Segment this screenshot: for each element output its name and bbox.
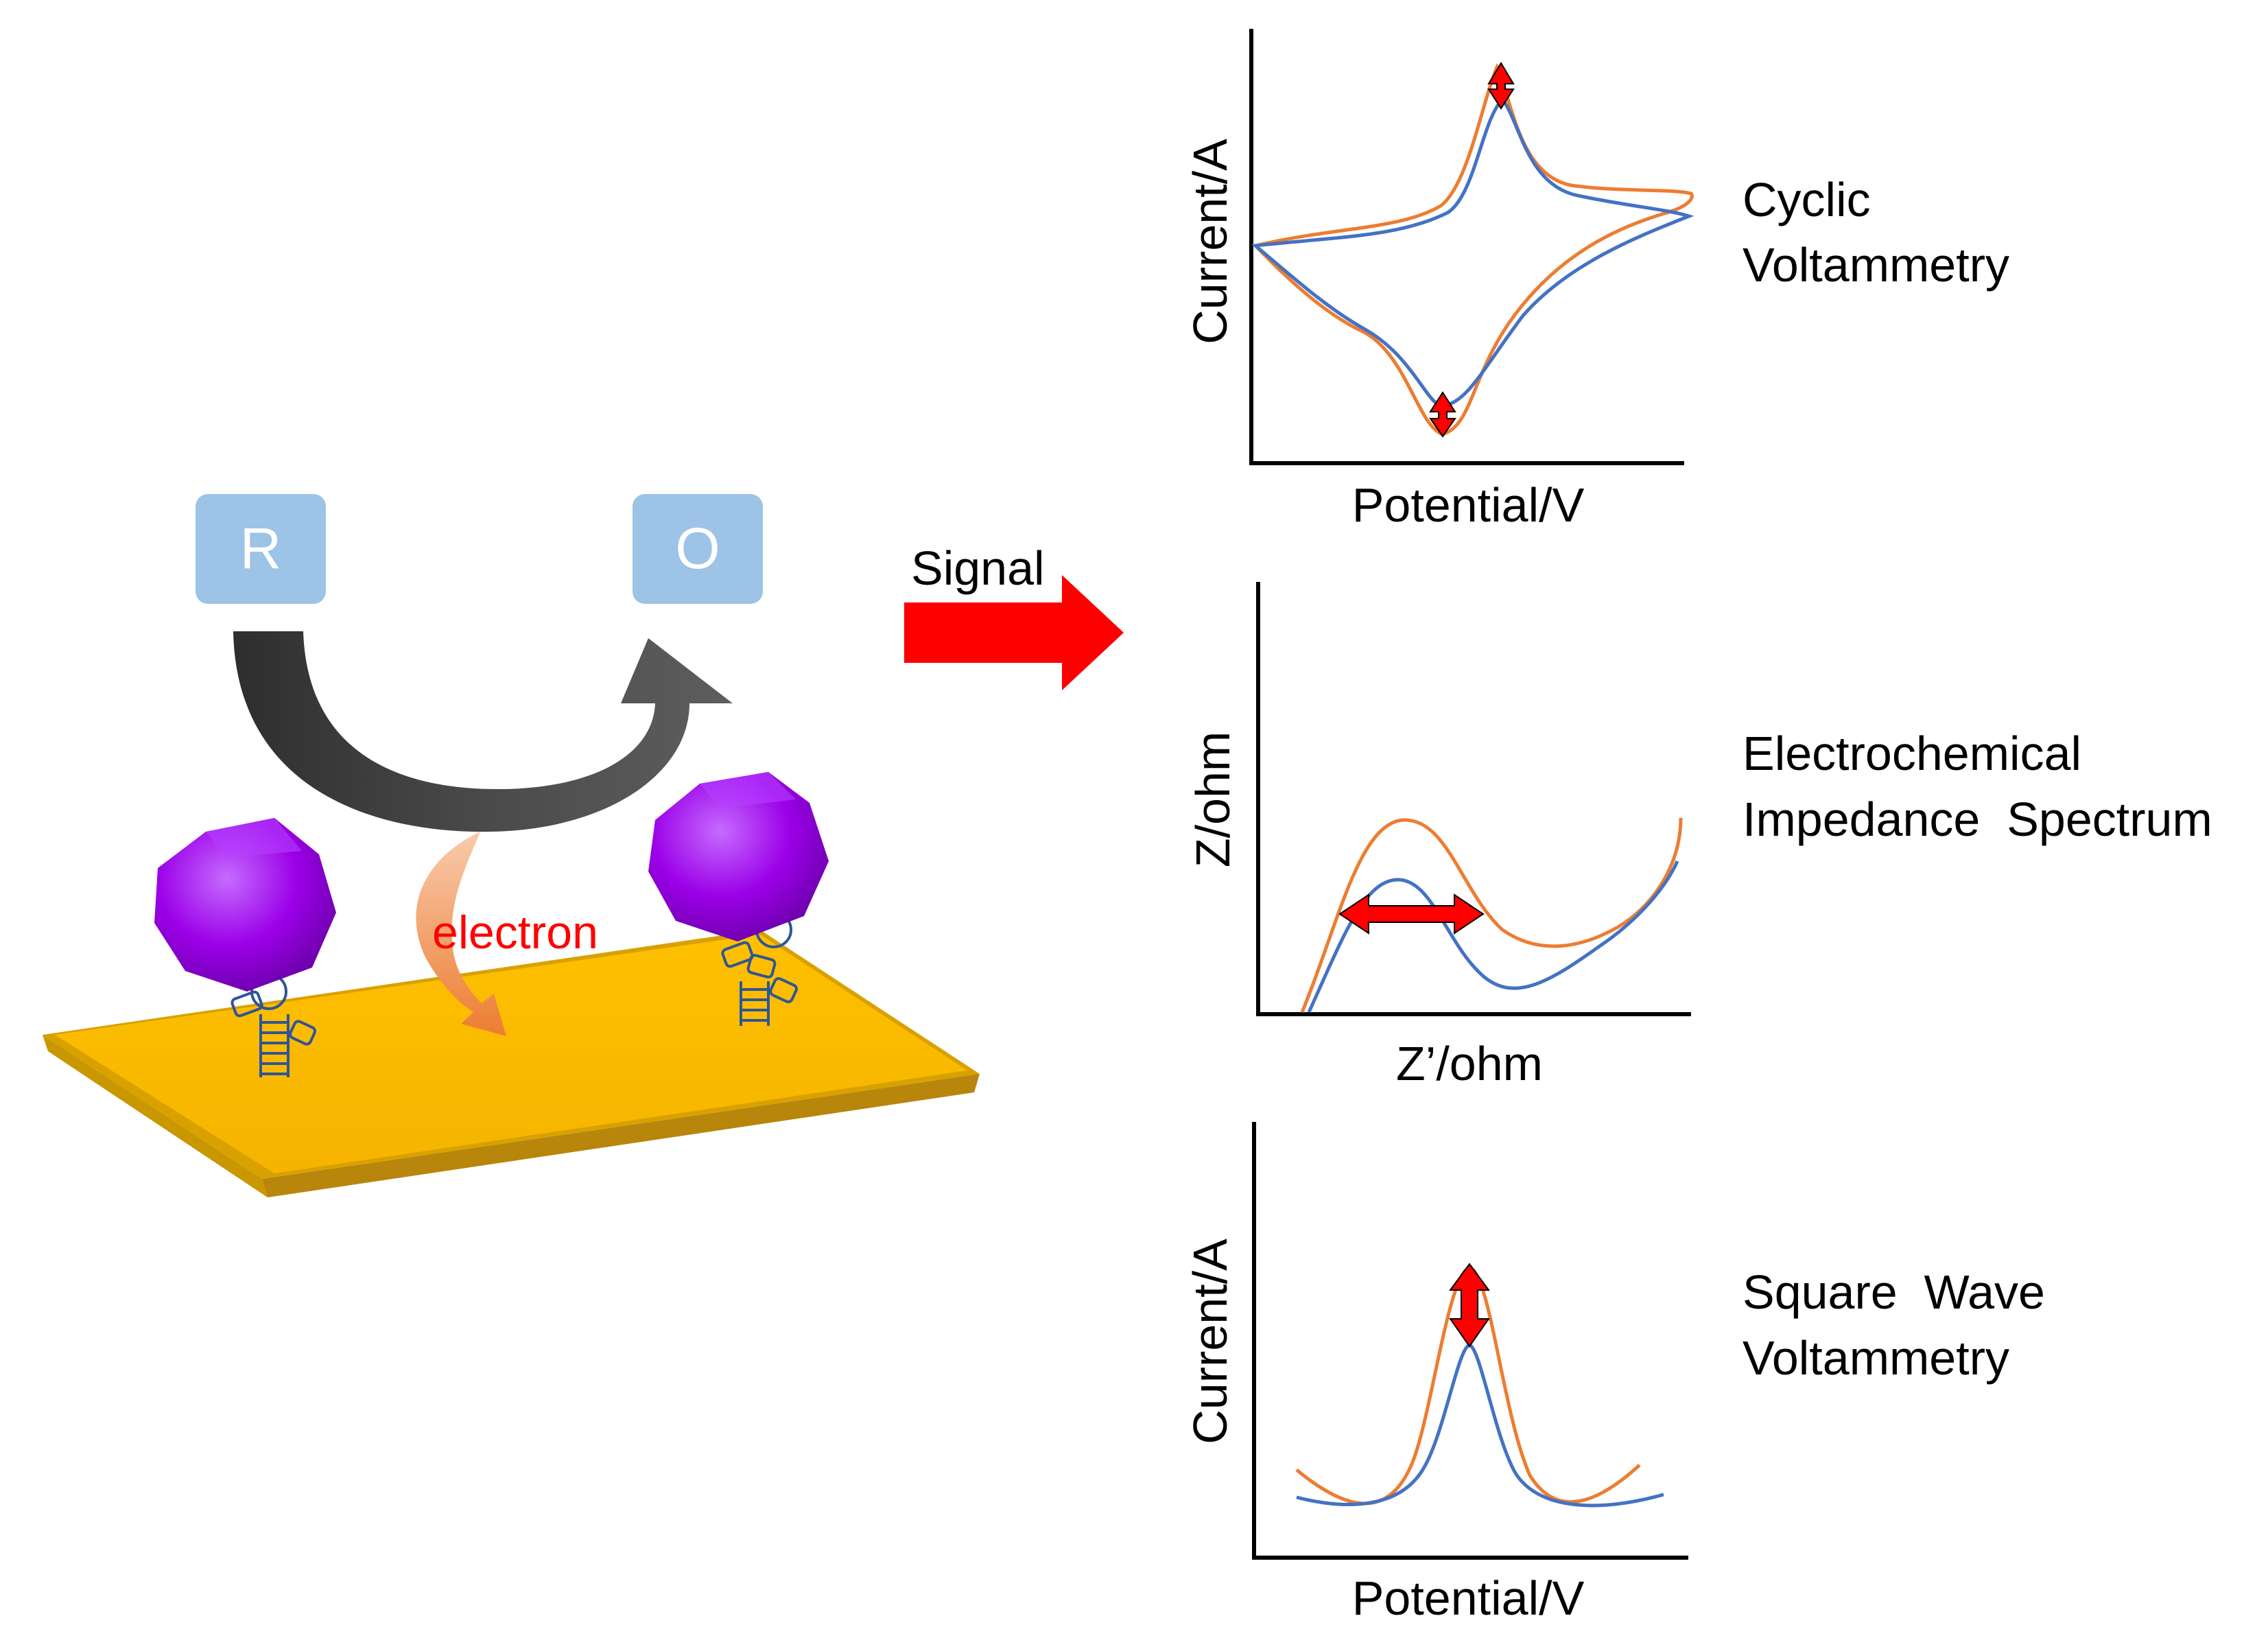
oxidized-species-box: O xyxy=(633,494,763,604)
signal-label: Signal xyxy=(911,541,1045,595)
cv-method-line1: Cyclic xyxy=(1743,173,1871,226)
change-arrow xyxy=(1429,62,1515,438)
reduced-species-box: R xyxy=(196,494,326,604)
cv-curve-after xyxy=(1252,62,1694,436)
y-axis xyxy=(1252,1122,1688,1560)
eis-method-line1: Electrochemical xyxy=(1743,727,2081,780)
nanoparticle-icon xyxy=(648,772,829,941)
signal-arrow-group: Signal xyxy=(904,541,1124,690)
cv-ylabel: Current/A xyxy=(1183,139,1237,344)
nanoparticle-icon xyxy=(154,818,336,992)
swv-method-line1: Square Wave xyxy=(1743,1265,2045,1319)
electrode-icon xyxy=(43,930,980,1197)
electrode-scheme: R O electron xyxy=(43,494,980,1197)
cv-method-line2: Voltammetry xyxy=(1743,238,2009,292)
y-axis xyxy=(1249,29,1684,465)
eis-plot: Z/ohm Z’/ohm Electrochemical Impedance S… xyxy=(1186,582,2212,1090)
y-axis xyxy=(1256,582,1691,1016)
electron-arrow xyxy=(416,832,506,1036)
change-arrow xyxy=(1338,893,1485,935)
oxidized-label: O xyxy=(675,516,720,581)
eis-xlabel: Z’/ohm xyxy=(1396,1037,1543,1090)
aptamer-icon xyxy=(721,911,798,1026)
aptamer-icon xyxy=(231,973,317,1077)
signal-arrow xyxy=(904,575,1124,690)
swv-ylabel: Current/A xyxy=(1183,1239,1237,1444)
cv-plot: Current/A Potential/V Cyclic Voltammetry xyxy=(1183,29,2009,532)
swv-xlabel: Potential/V xyxy=(1352,1571,1585,1625)
change-arrow xyxy=(1449,1263,1490,1348)
eis-ylabel: Z/ohm xyxy=(1186,731,1240,867)
swv-curve-before xyxy=(1296,1343,1664,1508)
swv-plot: Current/A Potential/V Square Wave Voltam… xyxy=(1183,1122,2045,1625)
electron-label: electron xyxy=(432,906,598,959)
eis-method-line2: Impedance Spectrum xyxy=(1743,793,2212,846)
cv-curve-before xyxy=(1251,97,1694,408)
eis-curve-before xyxy=(1307,860,1679,1014)
reduced-label: R xyxy=(240,516,282,581)
cv-xlabel: Potential/V xyxy=(1352,478,1585,532)
swv-method-line2: Voltammetry xyxy=(1743,1331,2009,1385)
redox-arrow xyxy=(233,631,733,832)
